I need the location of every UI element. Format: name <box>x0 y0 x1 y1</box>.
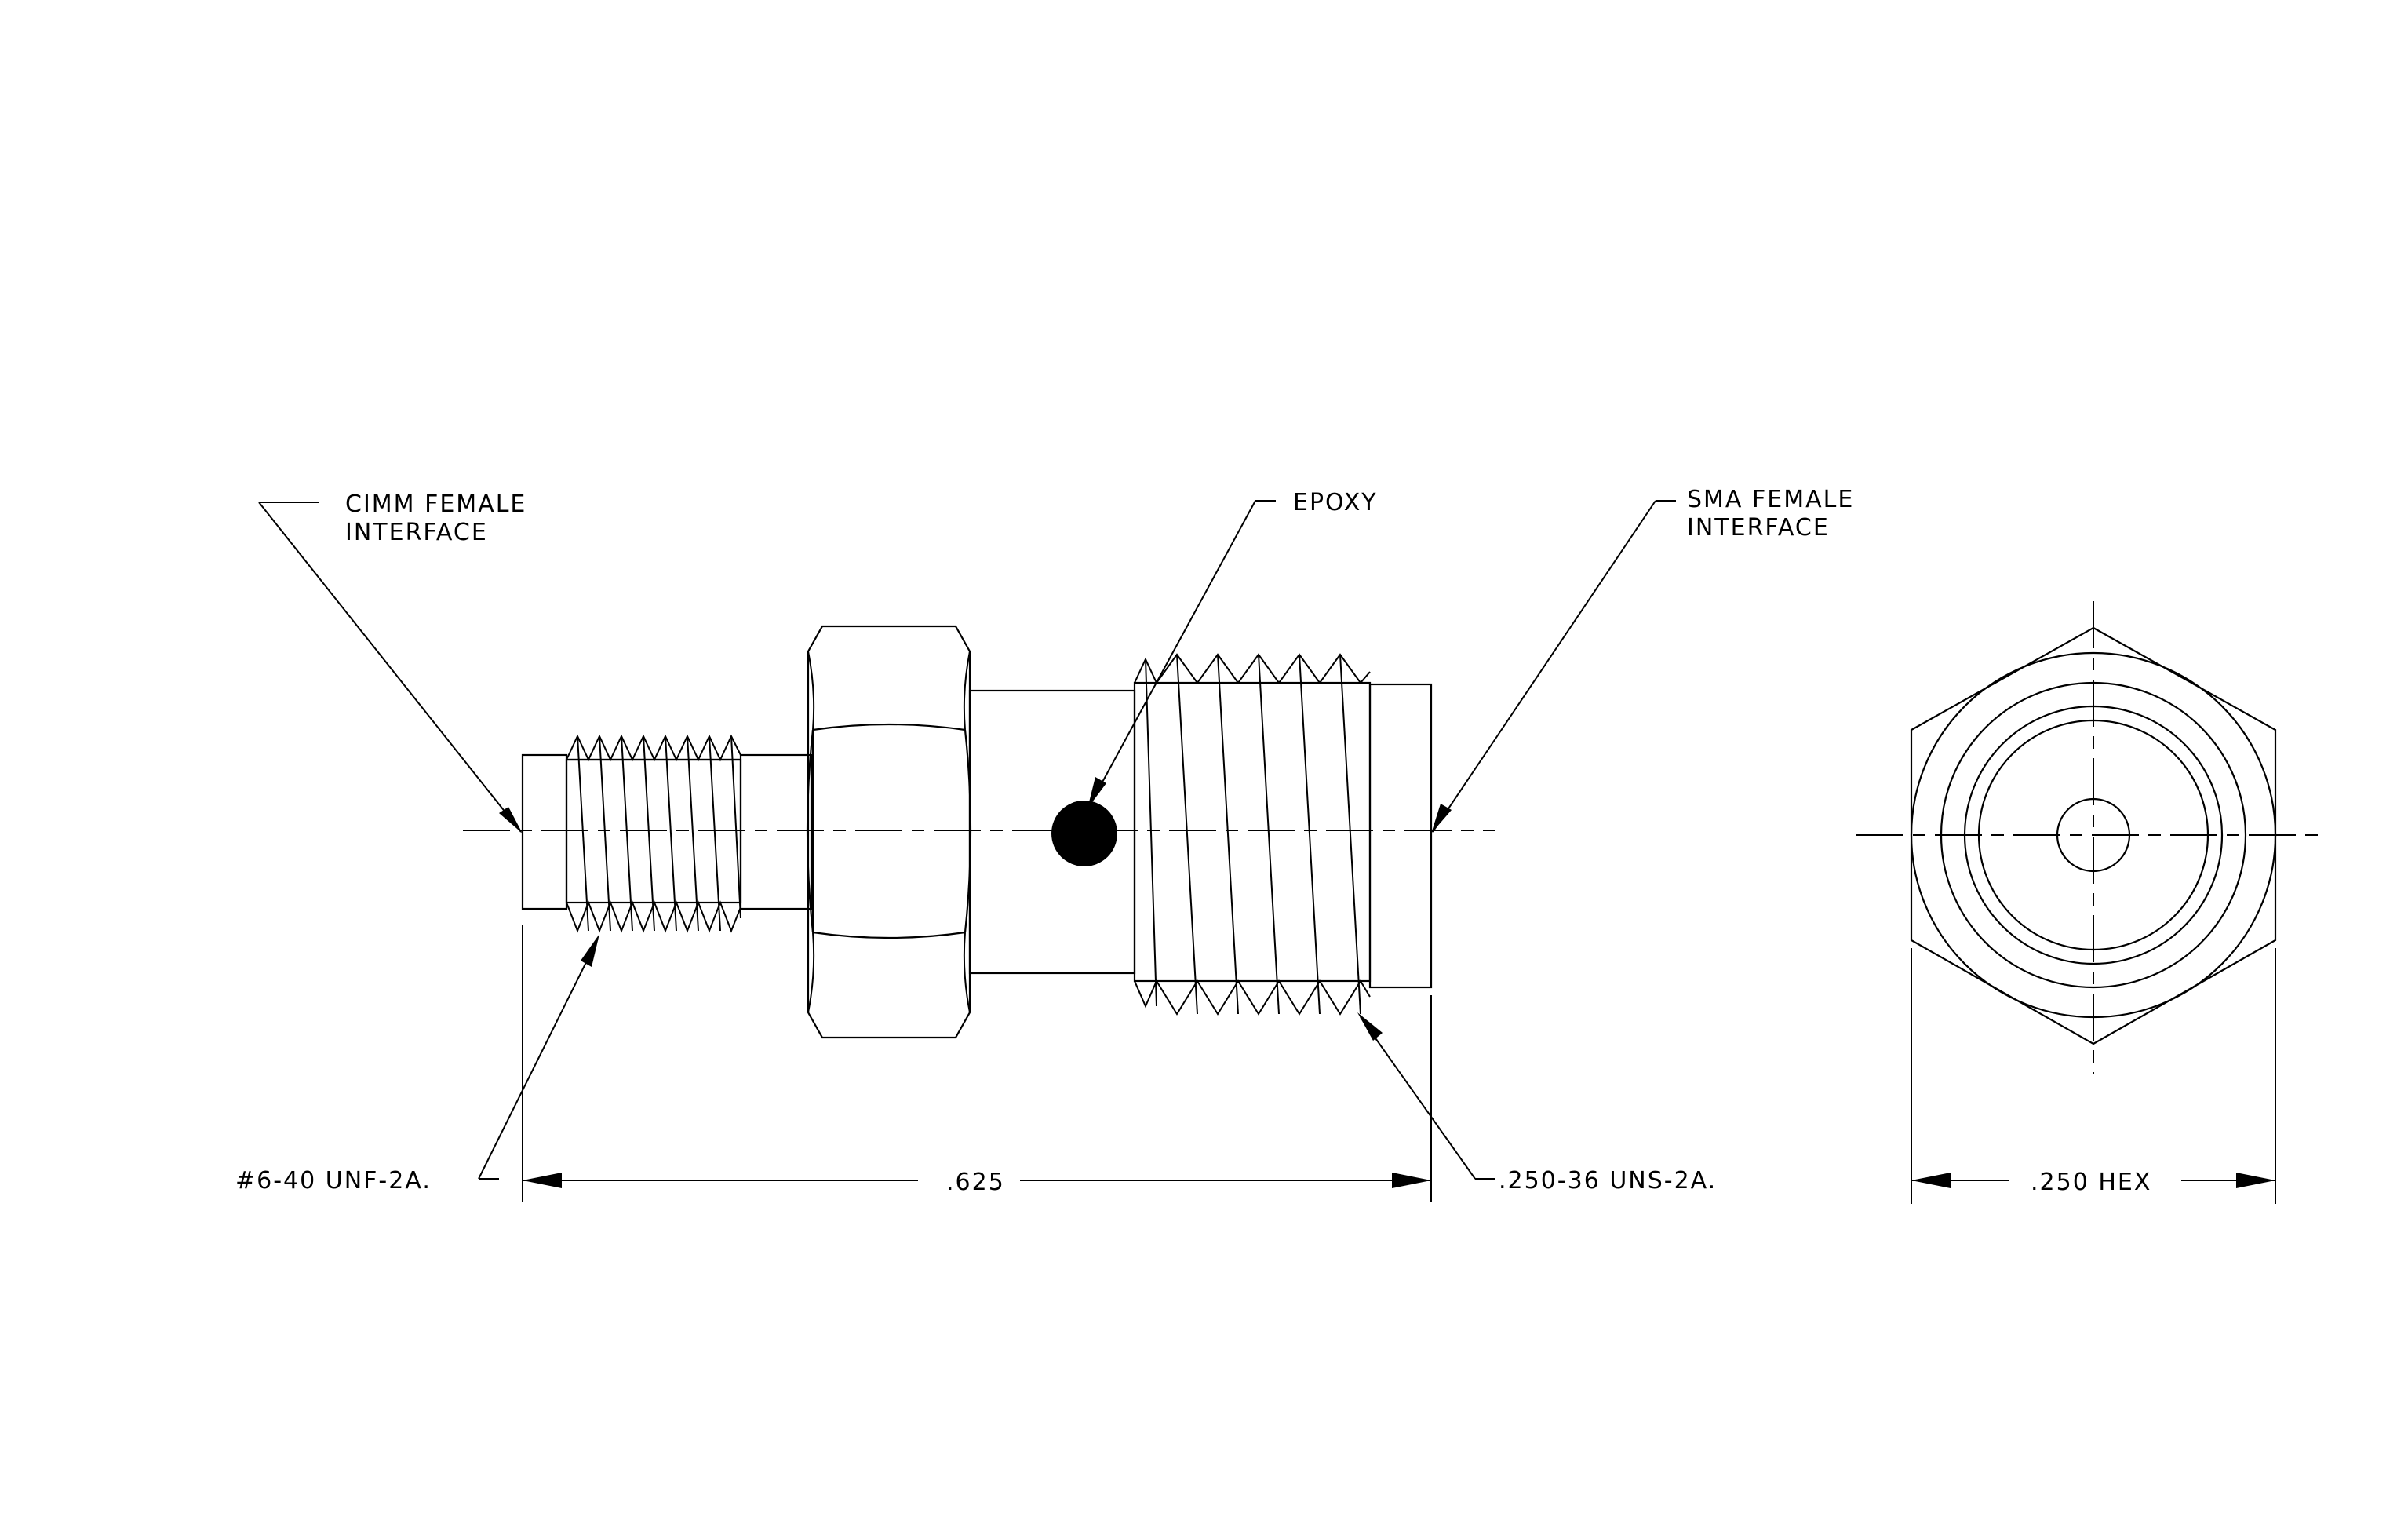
small-thread-label: #6-40 UNF-2A. <box>235 1167 432 1195</box>
end-view: .250 HEX <box>1856 601 2327 1204</box>
dim-625-arrow-right <box>1392 1173 1431 1188</box>
center-pin-circle <box>2056 797 2131 873</box>
small-thread <box>565 734 742 933</box>
epoxy-dot <box>1051 801 1117 866</box>
neck <box>739 753 813 910</box>
cimm-leader <box>258 502 523 833</box>
cimm-collar <box>521 753 568 910</box>
hex-outline <box>1910 626 2277 1045</box>
dim-hex-arrow-right <box>2236 1173 2275 1188</box>
large-thread-leader <box>1357 1012 1495 1180</box>
epoxy-leader <box>1087 500 1276 808</box>
small-thread-leader <box>478 934 599 1180</box>
length-dimension-label: .625 <box>946 1169 1005 1196</box>
outer-circle <box>1910 651 2277 1019</box>
dim-hex-arrow-left <box>1911 1173 1951 1188</box>
large-thread-label: .250-36 UNS-2A. <box>1499 1167 1717 1195</box>
sma-label-line1: SMA FEMALE <box>1687 486 1854 513</box>
dim-625-arrow-left <box>523 1173 562 1188</box>
ring-circle-3 <box>1977 719 2209 951</box>
hex-nut-side <box>806 625 972 1039</box>
hex-dimension-label: .250 HEX <box>2031 1169 2151 1196</box>
ring-circle-2 <box>1963 705 2224 965</box>
cimm-label-line1: CIMM FEMALE <box>345 491 526 518</box>
epoxy-label: EPOXY <box>1293 489 1378 516</box>
side-view: .625 CIMM FEMALE INTERFACE EPOXY SMA FEM… <box>235 486 1854 1202</box>
sma-leader <box>1431 500 1676 833</box>
ring-circle-1 <box>1940 681 2247 989</box>
large-thread <box>1133 653 1372 1016</box>
cimm-label-line2: INTERFACE <box>345 519 488 546</box>
sma-label-line2: INTERFACE <box>1687 514 1830 542</box>
sma-collar <box>1368 683 1433 989</box>
